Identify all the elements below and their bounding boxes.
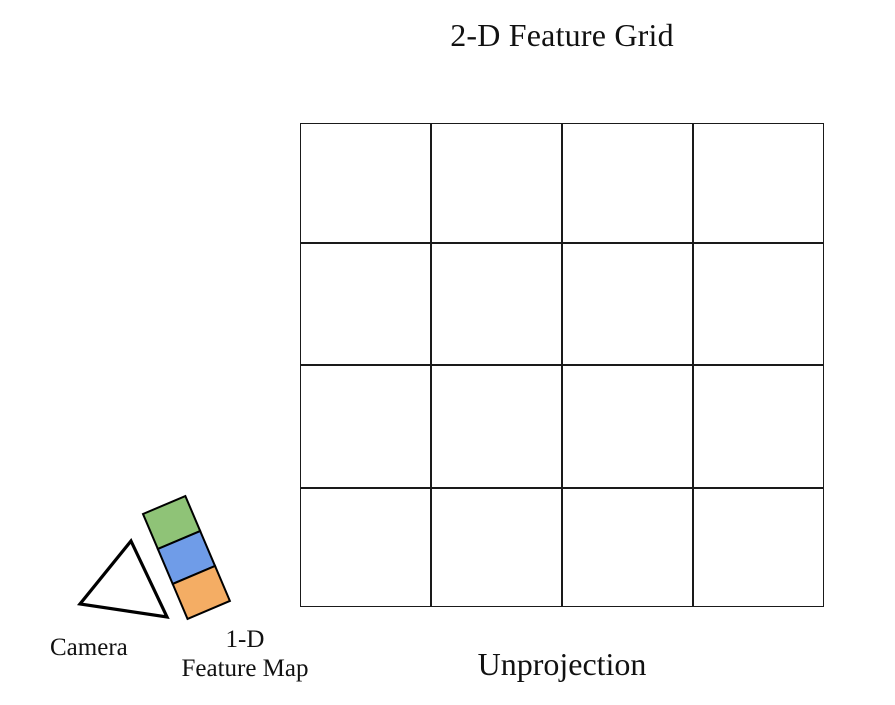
- grid-cell-r3c3[interactable]: [562, 365, 693, 488]
- grid-cell-r3c2[interactable]: [431, 365, 562, 488]
- feature-map-label-line1: 1-D: [225, 626, 265, 653]
- grid-cell-r4c3[interactable]: [562, 488, 693, 607]
- feature-map-label-line2: Feature Map: [181, 655, 309, 682]
- feature-cell-orange[interactable]: [171, 564, 232, 621]
- grid-cell-r4c4[interactable]: [693, 488, 824, 607]
- grid-cell-r1c2[interactable]: [431, 123, 562, 243]
- page-title: 2-D Feature Grid: [450, 17, 674, 53]
- grid-cell-r1c3[interactable]: [562, 123, 693, 243]
- grid-cell-r2c1[interactable]: [300, 243, 431, 365]
- grid-cell-r2c2[interactable]: [431, 243, 562, 365]
- grid-cell-r3c1[interactable]: [300, 365, 431, 488]
- unprojection-caption: Unprojection: [477, 646, 647, 682]
- feature-grid: [300, 123, 824, 607]
- feature-map-group: [141, 494, 232, 621]
- feature-map-label: 1-D Feature Map: [150, 625, 340, 683]
- grid-cell-r4c1[interactable]: [300, 488, 431, 607]
- camera-icon: [76, 538, 170, 620]
- grid-cell-r1c4[interactable]: [693, 123, 824, 243]
- grid-cell-r3c4[interactable]: [693, 365, 824, 488]
- grid-cell-r2c4[interactable]: [693, 243, 824, 365]
- camera-label: Camera: [50, 634, 128, 661]
- feature-map-strip: [141, 494, 232, 621]
- grid-cell-r2c3[interactable]: [562, 243, 693, 365]
- camera-triangle: [76, 538, 170, 620]
- grid-cell-r1c1[interactable]: [300, 123, 431, 243]
- grid-cell-r4c2[interactable]: [431, 488, 562, 607]
